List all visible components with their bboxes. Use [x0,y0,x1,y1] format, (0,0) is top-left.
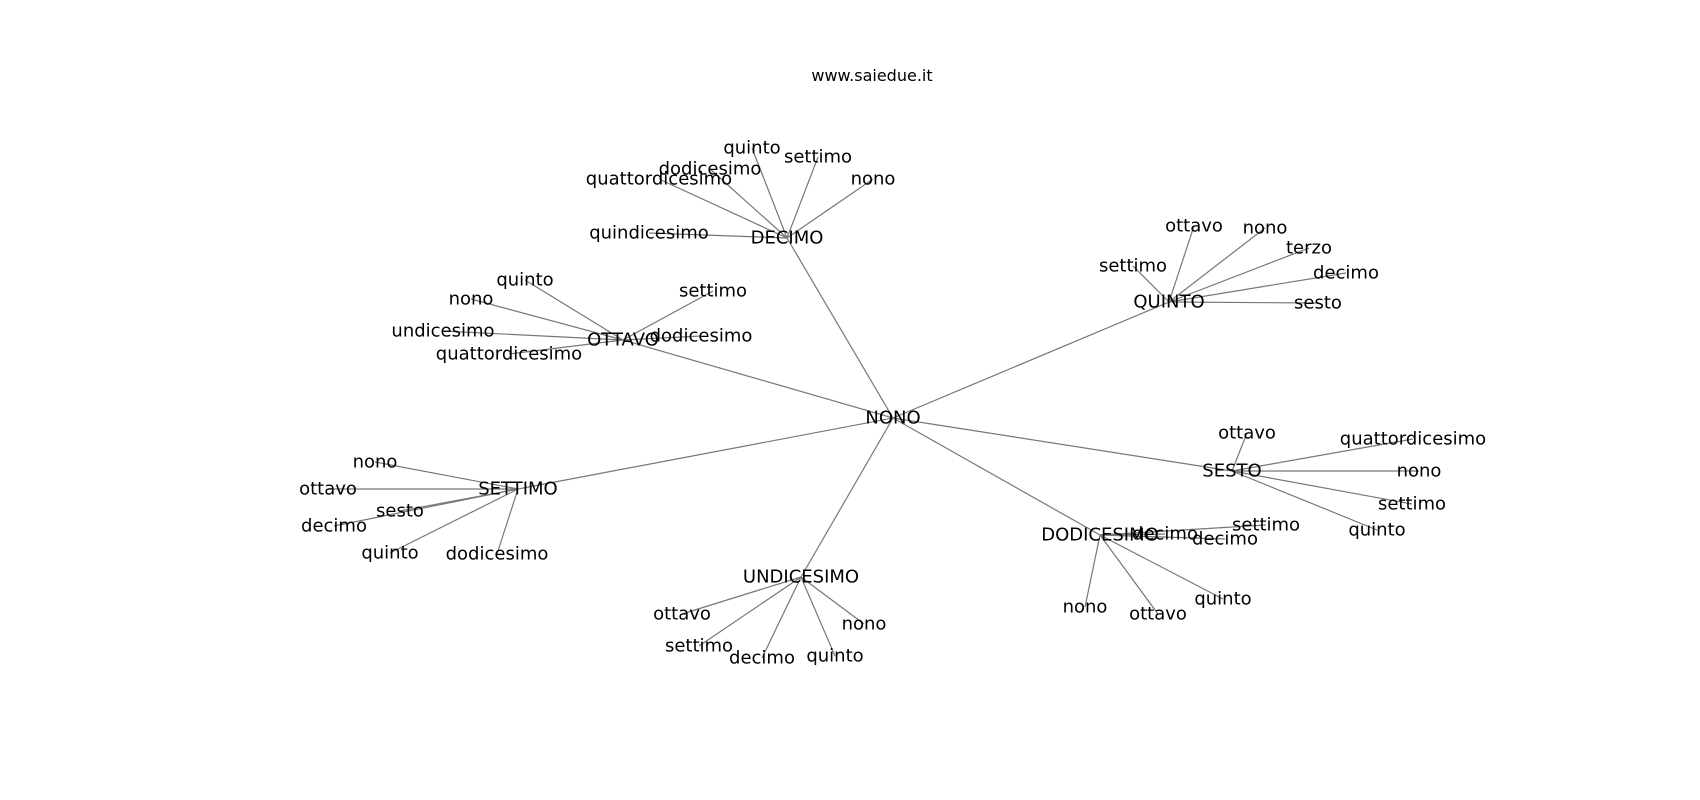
leaf-node-label: quinto [723,138,780,159]
edge-hub-leaf [1168,225,1195,303]
edge-hub-leaf [658,178,788,239]
leaf-node-label: nono [842,614,887,635]
edge-hub-leaf [698,576,802,647]
leaf-node-label: settimo [1232,515,1300,536]
edge-hub-leaf [1099,534,1226,540]
leaf-node-label: undicesimo [391,321,494,342]
hub-node-label: SETTIMO [478,479,557,500]
edge-hub-leaf [1231,432,1248,472]
edge-root-hub [892,301,1170,419]
leaf-node-label: ottavo [653,604,711,625]
leaf-node-label: dodicesimo [650,326,753,347]
edge-hub-leaf [786,178,874,239]
leaf-node-label: ottavo [1165,216,1223,237]
edge-root-hub [786,237,894,419]
edge-hub-leaf [524,279,624,341]
edge-hub-leaf [1231,470,1413,505]
edge-root-hub [517,417,894,490]
root-node-label: NONO [865,408,920,429]
leaf-node-label: decimo [1132,524,1198,545]
leaf-node-label: settimo [784,147,852,168]
graph-edges [328,147,1419,659]
edge-hub-leaf [508,339,624,355]
leaf-node-label: nono [449,289,494,310]
diagram-title: www.saiedue.it [811,66,933,85]
edge-hub-leaf [1099,534,1224,600]
leaf-node-label: settimo [679,281,747,302]
leaf-node-label: dodicesimo [659,159,762,180]
edge-hub-leaf [800,576,836,657]
edge-hub-leaf [1168,272,1347,303]
edge-root-hub [892,417,1233,472]
edge-hub-leaf [374,461,519,490]
hub-node-label: SESTO [1202,461,1261,482]
hub-node-label: DODICESIMO [1041,525,1159,546]
leaf-node-label: quinto [1194,589,1251,610]
leaf-node-label: nono [1243,218,1288,239]
edge-hub-leaf [389,488,519,554]
edge-hub-leaf [681,576,802,615]
leaf-node-label: quindicesimo [589,223,709,244]
leaf-node-label: ottavo [1129,604,1187,625]
hub-node-label: OTTAVO [587,330,659,351]
leaf-node-label: nono [851,169,896,190]
edge-hub-leaf [648,232,788,239]
leaf-node-label: decimo [729,648,795,669]
edge-hub-leaf [496,488,519,555]
edge-hub-leaf [800,576,865,625]
leaf-node-label: nono [1397,461,1442,482]
edge-hub-leaf [1231,438,1414,472]
edge-root-hub [800,417,894,578]
leaf-node-label: settimo [1378,494,1446,515]
edge-hub-leaf [1084,534,1101,608]
edge-hub-leaf [1132,265,1170,303]
leaf-node-label: quattordicesimo [1340,429,1486,450]
edge-hub-leaf [470,298,624,341]
leaf-node-label: nono [353,452,398,473]
edge-hub-leaf [709,168,788,239]
hub-node-label: DECIMO [751,228,824,249]
hub-node-label: QUINTO [1133,292,1204,313]
leaf-node-label: quattordicesimo [436,344,582,365]
leaf-node-label: decimo [1313,263,1379,284]
leaf-node-label: quinto [361,543,418,564]
leaf-node-label: sesto [376,501,424,522]
edge-hub-leaf [333,488,519,527]
edge-hub-leaf [622,290,714,341]
leaf-node-label: sesto [1294,293,1342,314]
leaf-node-label: decimo [1192,529,1258,550]
edge-hub-leaf [1231,470,1378,531]
leaf-node-label: ottavo [299,479,357,500]
leaf-node-label: quinto [1348,520,1405,541]
edge-root-hub [622,339,894,419]
hub-node-label: UNDICESIMO [743,567,859,588]
edge-hub-leaf [622,335,702,341]
edge-hub-leaf [761,576,802,659]
edge-hub-leaf [1168,247,1310,303]
leaf-node-label: nono [1063,597,1108,618]
leaf-node-label: decimo [301,516,367,537]
edge-root-hub [892,417,1101,536]
edge-hub-leaf [751,147,788,239]
leaf-node-label: quattordicesimo [586,169,732,190]
edge-hub-leaf [1099,524,1267,536]
leaf-node-label: settimo [1099,256,1167,277]
leaf-node-label: terzo [1286,238,1332,259]
edge-hub-leaf [1099,534,1159,615]
edge-hub-leaf [1168,227,1266,303]
leaf-node-label: settimo [665,636,733,657]
leaf-node-label: quinto [806,646,863,667]
edge-hub-leaf [786,156,819,239]
edge-hub-leaf [442,330,624,341]
leaf-node-label: ottavo [1218,423,1276,444]
leaf-node-label: quinto [496,270,553,291]
edge-hub-leaf [1168,301,1319,304]
leaf-node-label: dodicesimo [446,544,549,565]
